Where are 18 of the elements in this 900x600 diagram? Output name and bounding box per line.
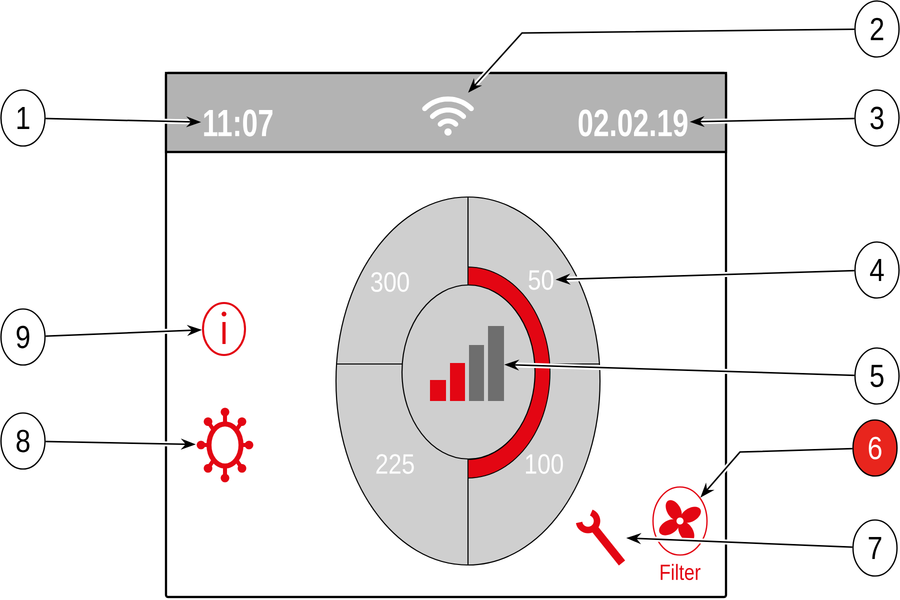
callout-number: 8 — [0, 412, 46, 470]
callout-number: 4 — [854, 241, 900, 299]
wifi-icon — [422, 96, 474, 136]
wrench-icon — [576, 510, 626, 566]
time-text: 11:07 — [204, 110, 272, 136]
callout-number: 1 — [0, 89, 46, 147]
status-bar — [164, 72, 728, 154]
callout-number: 9 — [0, 308, 46, 366]
info-icon — [202, 302, 246, 356]
callout-number: 6 — [852, 419, 898, 477]
gear-icon — [196, 408, 254, 482]
callout-number: 5 — [854, 347, 900, 405]
callout-number: 2 — [854, 0, 900, 58]
date-text: 02.02.19 — [578, 110, 688, 136]
icon-caption: Filter — [660, 564, 700, 580]
bars-icon — [430, 326, 504, 401]
callout-number: 3 — [854, 89, 900, 147]
callout-number: 7 — [852, 519, 898, 577]
